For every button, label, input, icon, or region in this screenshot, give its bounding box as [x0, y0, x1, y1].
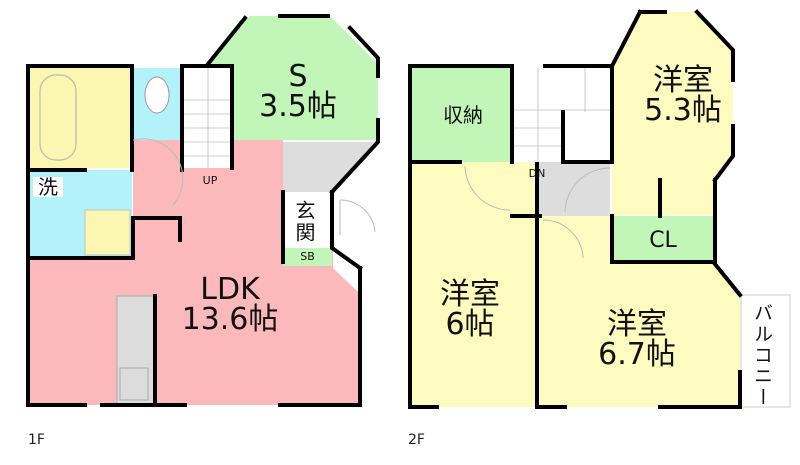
western-room-53-area — [612, 12, 733, 215]
shoe-box-label: SB — [300, 250, 315, 263]
stairs-1f — [183, 68, 232, 168]
bath-area — [30, 68, 132, 168]
western-room-6-area — [410, 162, 537, 407]
room-washroom-label: 洗 — [33, 177, 63, 197]
room-s-label: S 3.5帖 — [259, 59, 337, 124]
stairs-up-label: UP — [202, 174, 218, 187]
sink-counter — [84, 209, 131, 256]
bathtub — [39, 74, 77, 161]
closet-storage-area — [410, 68, 512, 162]
ldk-area — [30, 140, 358, 405]
stairs-dn-label: DN — [528, 167, 546, 180]
shoe-box-area — [283, 248, 332, 266]
entrance-hall-area — [283, 142, 378, 192]
room-western-67-label: 洋室 6.7帖 — [598, 307, 676, 372]
stairs-void — [563, 112, 610, 162]
room-western-6-label: 洋室 6帖 — [440, 277, 500, 342]
floor-2f-label: 2F — [408, 432, 425, 448]
western-room-67-area — [540, 216, 740, 407]
room-entrance-label: 玄関 — [292, 200, 316, 244]
room-western-53-label: 洋室 5.3帖 — [644, 63, 722, 128]
room-storage-label: 収納 — [443, 103, 483, 127]
room-ldk-label: LDK 13.6帖 — [181, 272, 279, 337]
entrance-area — [283, 192, 332, 248]
balcony-label: バルコニー — [751, 303, 773, 408]
stove — [119, 367, 149, 401]
toilet-bowl — [144, 76, 170, 114]
storage-s-area — [208, 16, 378, 140]
closet-label: CL — [649, 228, 677, 253]
floor-1f-label: 1F — [28, 432, 45, 448]
balcony-area — [740, 294, 791, 408]
closet-area — [612, 216, 715, 262]
